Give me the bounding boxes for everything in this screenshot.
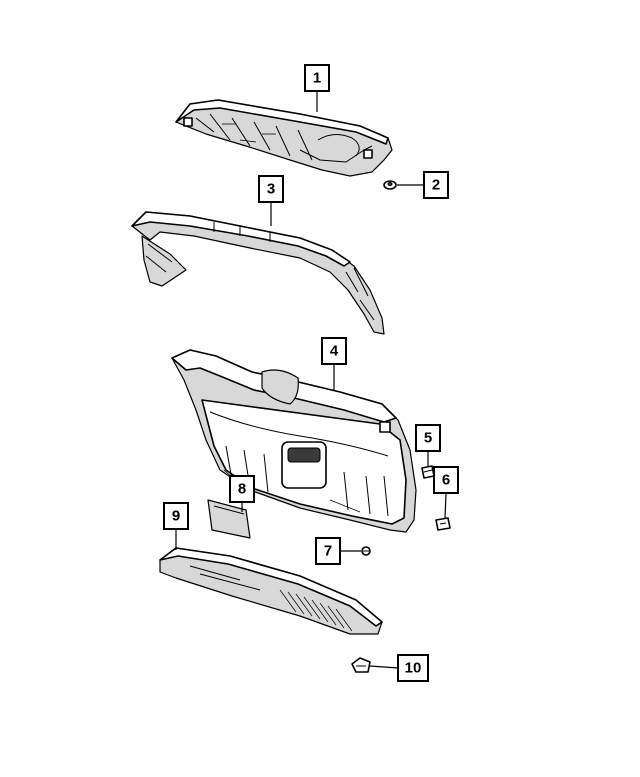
callout-9-label: 9	[172, 508, 180, 525]
callout-3-label: 3	[267, 181, 275, 198]
callout-7-label: 7	[324, 543, 332, 560]
part-7-screw[interactable]	[361, 546, 371, 556]
part-5-clip[interactable]	[421, 465, 435, 479]
part-9-scuff-plate[interactable]	[159, 547, 383, 635]
callout-3[interactable]: 3	[258, 175, 284, 203]
part-6-push-pin[interactable]	[435, 517, 451, 531]
leader-lines	[175, 91, 447, 669]
callout-6-label: 6	[442, 472, 450, 489]
callout-1-label: 1	[313, 70, 321, 87]
callout-4-label: 4	[330, 343, 339, 360]
callout-8-label: 8	[238, 481, 246, 498]
part-1-upper-trim-panel[interactable]	[175, 99, 393, 177]
leader-6	[444, 492, 447, 519]
part-8-access-cover[interactable]	[207, 499, 251, 539]
callout-8[interactable]: 8	[229, 475, 255, 503]
callout-5-label: 5	[424, 430, 432, 447]
callout-10-label: 10	[405, 660, 422, 677]
part-3-arch-trim[interactable]	[131, 211, 385, 335]
callout-10[interactable]: 10	[397, 654, 429, 682]
callout-6[interactable]: 6	[433, 466, 459, 494]
callout-2-label: 2	[432, 177, 440, 194]
callout-5[interactable]: 5	[415, 424, 441, 452]
part-10-retainer[interactable]	[351, 657, 371, 673]
callout-7[interactable]: 7	[315, 537, 341, 565]
part-2-fastener[interactable]	[383, 180, 397, 190]
part-4-liftgate-panel[interactable]	[171, 349, 417, 533]
callout-2[interactable]: 2	[423, 171, 449, 199]
leader-10	[369, 665, 399, 669]
callout-1[interactable]: 1	[304, 64, 330, 92]
callout-4[interactable]: 4	[321, 337, 347, 365]
callout-9[interactable]: 9	[163, 502, 189, 530]
